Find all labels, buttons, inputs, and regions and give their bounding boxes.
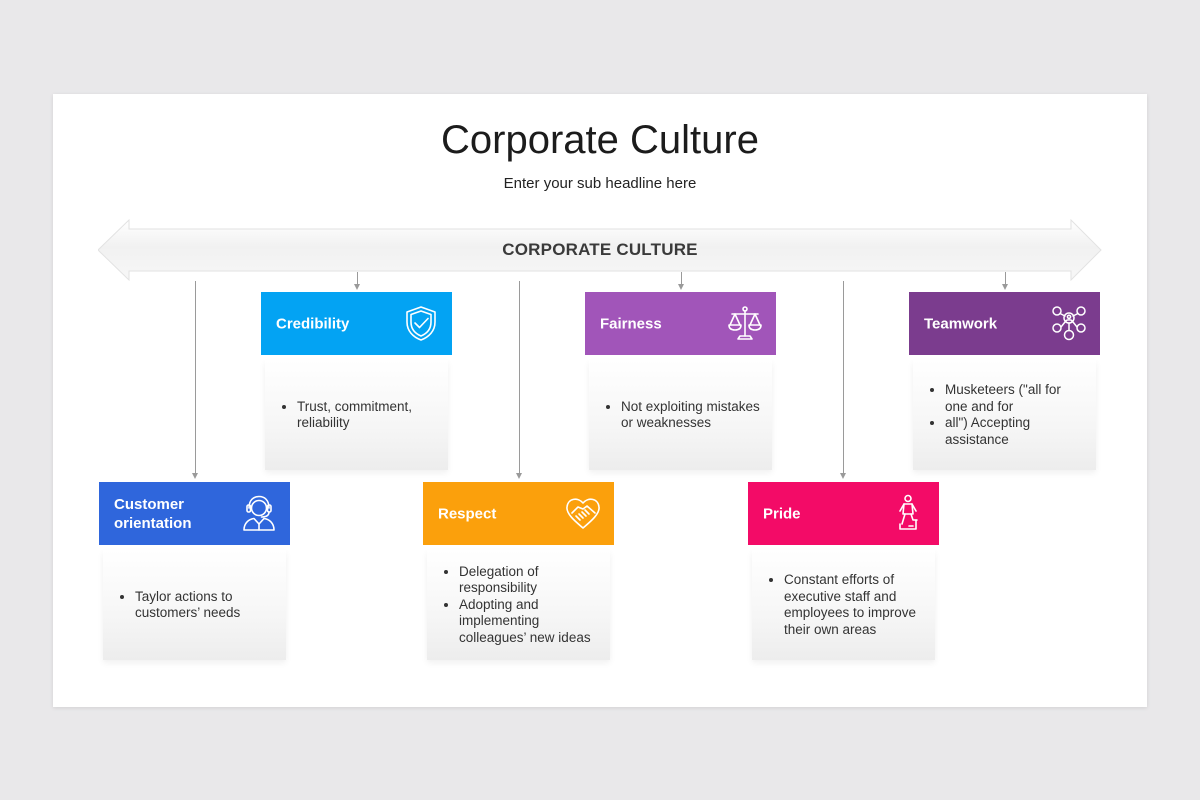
card-body: Not exploiting mistakes or weaknesses <box>589 360 772 470</box>
card-title: Pride <box>763 505 801 522</box>
shield-check-icon <box>406 306 436 341</box>
bullet-list: Musketeers ("all for one and forall") Ac… <box>925 382 1086 448</box>
page-subtitle: Enter your sub headline here <box>503 175 697 192</box>
connector-customer <box>192 281 198 479</box>
card-body: Constant efforts of executive staff and … <box>752 550 935 660</box>
connector-respect <box>516 281 522 479</box>
bullet-list: Not exploiting mistakes or weaknesses <box>601 399 762 432</box>
bullet-point: Delegation of responsibility <box>459 564 600 597</box>
card-body: Trust, commitment, reliability <box>265 360 448 470</box>
connector-pride <box>840 281 846 479</box>
bullet-point: Adopting and implementing colleagues’ ne… <box>459 597 600 647</box>
card-teamwork: Teamwork Musketeers ("all for one and fo… <box>909 292 1100 470</box>
connector-fairness <box>678 272 684 290</box>
card-body: Musketeers ("all for one and forall") Ac… <box>913 360 1096 470</box>
card-header: Customer orientation <box>99 482 290 545</box>
bullet-point: Musketeers ("all for one and for <box>945 382 1086 415</box>
card-header: Respect <box>423 482 614 545</box>
bullet-list: Taylor actions to customers’ needs <box>115 589 276 622</box>
card-title: Fairness <box>600 315 662 332</box>
card-credibility: Credibility Trust, commitment, reliabili… <box>261 292 452 470</box>
card-header: Credibility <box>261 292 452 355</box>
bullet-point: Constant efforts of executive staff and … <box>784 572 925 638</box>
double-arrow-banner <box>98 219 1102 281</box>
headset-agent-icon <box>243 495 275 531</box>
card-pride: Pride Constant efforts of executive staf… <box>748 482 939 660</box>
card-body: Delegation of responsibilityAdopting and… <box>427 550 610 660</box>
scales-icon <box>728 306 762 340</box>
bullet-point: all") Accepting assistance <box>945 415 1086 448</box>
bullet-point: Not exploiting mistakes or weaknesses <box>621 399 762 432</box>
page-title: Corporate Culture <box>441 118 759 162</box>
card-header: Pride <box>748 482 939 545</box>
card-fairness: Fairness Not exploiting mistakes or weak… <box>585 292 776 470</box>
bullet-list: Constant efforts of executive staff and … <box>764 572 925 638</box>
card-customer-orientation: Customer orientation Taylor actions to c… <box>99 482 290 660</box>
connector-credibility <box>354 272 360 290</box>
card-title: Credibility <box>276 315 350 332</box>
network-people-icon <box>1052 306 1086 341</box>
card-body: Taylor actions to customers’ needs <box>103 550 286 660</box>
bullet-point: Taylor actions to customers’ needs <box>135 589 276 622</box>
card-header: Fairness <box>585 292 776 355</box>
bullet-list: Trust, commitment, reliability <box>277 399 438 432</box>
card-header: Teamwork <box>909 292 1100 355</box>
bullet-point: Trust, commitment, reliability <box>297 399 438 432</box>
card-title: Customer orientation <box>114 495 192 532</box>
card-respect: Respect Delegation of responsibilityAdop… <box>423 482 614 660</box>
card-title: Respect <box>438 505 497 522</box>
connector-teamwork <box>1002 272 1008 290</box>
person-podium-icon <box>899 494 918 530</box>
card-title: Teamwork <box>924 315 998 332</box>
handshake-icon <box>566 498 600 529</box>
bullet-list: Delegation of responsibilityAdopting and… <box>439 564 600 647</box>
banner-label: CORPORATE CULTURE <box>502 240 698 259</box>
